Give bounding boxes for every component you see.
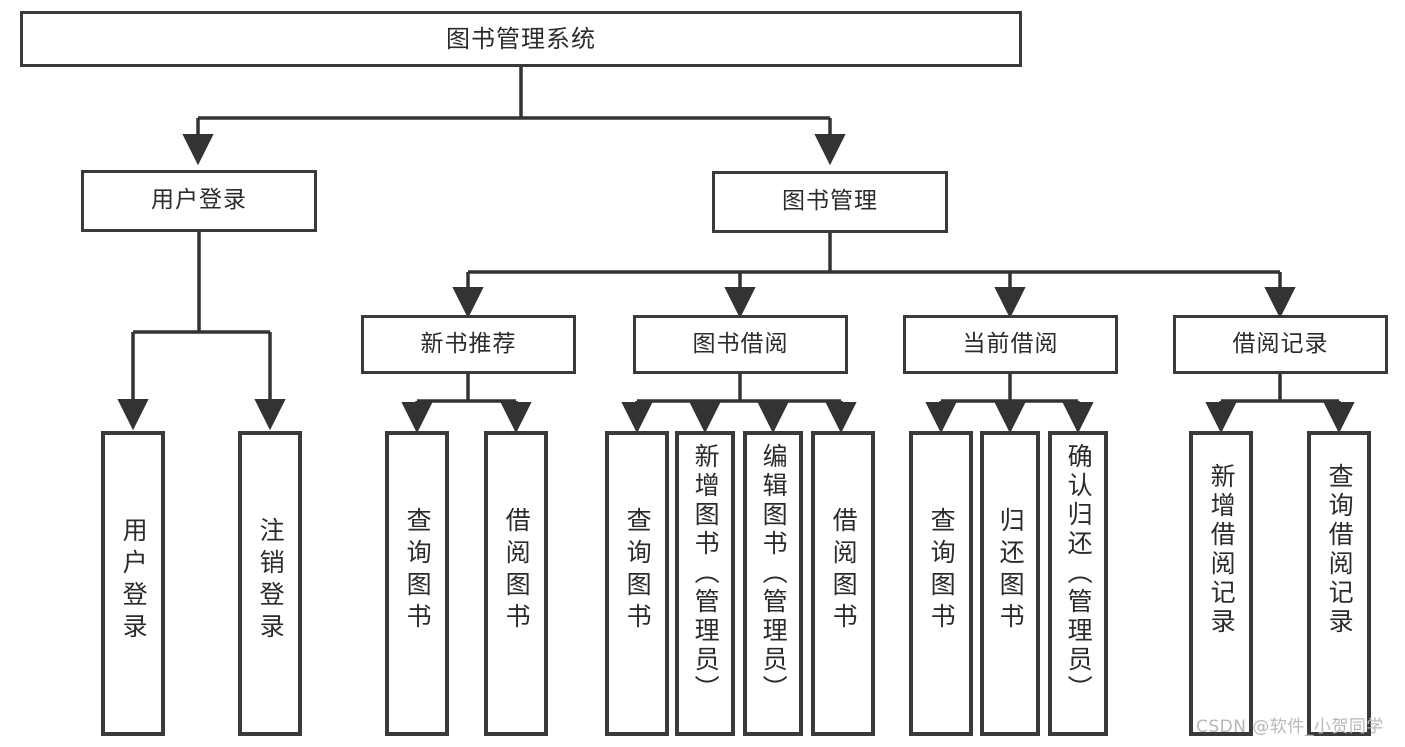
node-label: 查询图书 (403, 507, 433, 635)
leaf-add-borrow-record[interactable]: 新增借阅记录 (1189, 431, 1253, 736)
leaf-query-book-rec[interactable]: 查询图书 (385, 431, 449, 736)
node-book-borrow[interactable]: 图书借阅 (633, 315, 848, 374)
leaf-query-book-borrow[interactable]: 查询图书 (605, 431, 669, 736)
node-label: 注销登录 (256, 517, 286, 645)
node-label: 编辑图书（管理员） (759, 443, 789, 704)
node-current-borrow[interactable]: 当前借阅 (903, 315, 1118, 374)
node-label: 新书推荐 (420, 330, 517, 357)
leaf-add-book-admin[interactable]: 新增图书（管理员） (675, 431, 735, 736)
node-label: 查询图书 (927, 507, 957, 635)
node-label: 图书借阅 (692, 330, 789, 357)
node-new-book-recommend[interactable]: 新书推荐 (361, 315, 576, 374)
node-label: 当前借阅 (962, 330, 1059, 357)
node-label: 归还图书 (996, 507, 1026, 635)
csdn-watermark: CSDN @软件_小贺同学 (1196, 717, 1384, 737)
leaf-edit-book-admin[interactable]: 编辑图书（管理员） (743, 431, 803, 736)
node-label: 确认归还（管理员） (1064, 443, 1094, 704)
leaf-query-borrow-record[interactable]: 查询借阅记录 (1307, 431, 1371, 736)
node-label: 查询图书 (623, 507, 653, 635)
leaf-borrow-book[interactable]: 借阅图书 (811, 431, 875, 736)
node-label: 用户登录 (151, 187, 247, 214)
leaf-query-book-current[interactable]: 查询图书 (909, 431, 973, 736)
leaf-confirm-return-admin[interactable]: 确认归还（管理员） (1048, 431, 1108, 736)
leaf-logout-login[interactable]: 注销登录 (238, 431, 302, 736)
node-borrow-record[interactable]: 借阅记录 (1173, 315, 1388, 374)
node-label: 用户登录 (119, 517, 149, 645)
node-label: 图书管理 (782, 188, 878, 215)
node-root-book-management-system[interactable]: 图书管理系统 (20, 11, 1022, 67)
node-label: 查询借阅记录 (1325, 463, 1355, 637)
leaf-return-book[interactable]: 归还图书 (980, 431, 1040, 736)
node-label: 借阅图书 (829, 507, 859, 635)
node-label: 借阅记录 (1232, 330, 1329, 357)
node-book-management[interactable]: 图书管理 (712, 171, 948, 233)
node-label: 图书管理系统 (446, 24, 596, 53)
node-label: 新增借阅记录 (1207, 463, 1237, 637)
node-label: 借阅图书 (502, 507, 532, 635)
leaf-user-login[interactable]: 用户登录 (101, 431, 165, 736)
node-user-login[interactable]: 用户登录 (81, 170, 317, 232)
leaf-borrow-book-rec[interactable]: 借阅图书 (484, 431, 548, 736)
node-label: 新增图书（管理员） (691, 443, 721, 704)
